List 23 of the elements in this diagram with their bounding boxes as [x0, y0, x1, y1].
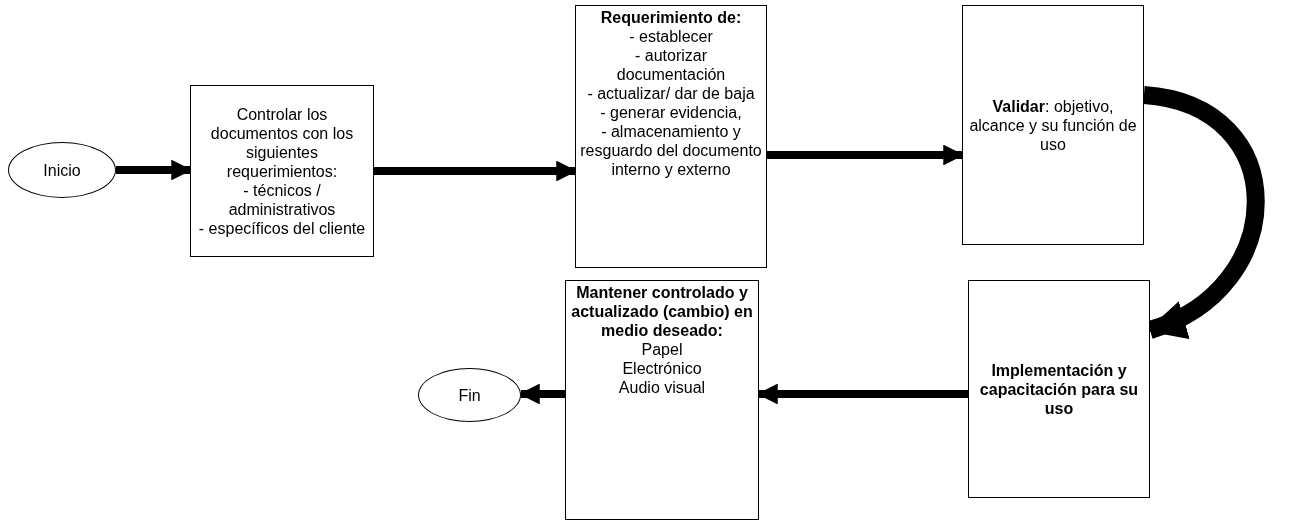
step-text: - actualizar/ dar de baja [587, 84, 755, 103]
step-text: Inicio [43, 160, 81, 180]
step-heading: Mantener controlado y actualizado (cambio) en medio deseado: [570, 283, 754, 340]
step-text: Fin [458, 385, 481, 405]
step-text: - autorizar documentación [615, 46, 727, 84]
curved-arrow [1142, 86, 1265, 339]
process-box [575, 5, 767, 268]
step-text: Electrónico [622, 359, 702, 378]
process-box [565, 280, 759, 520]
step-text: Audio visual [618, 378, 706, 397]
step-text: - generar evidencia, [600, 103, 742, 122]
process-box [190, 85, 374, 257]
process-box [968, 280, 1150, 498]
step-heading: Implementación y capacitación para su uso [978, 360, 1140, 418]
step-text: - técnicos / administrativos [227, 180, 337, 219]
step-text: - específicos del cliente [198, 218, 366, 238]
step-heading: Requerimiento de: [600, 8, 742, 27]
step-text: Papel [641, 340, 683, 359]
step-text: Controlar los documentos con los siguientes requerimientos: [209, 104, 355, 181]
process-box [962, 5, 1144, 245]
step-text: Validar: objetivo, alcance y su función de uso [968, 96, 1138, 154]
step-text: - establecer [629, 27, 713, 46]
step-text: - almacenamiento y resguardo del documento interno y externo [579, 122, 763, 179]
